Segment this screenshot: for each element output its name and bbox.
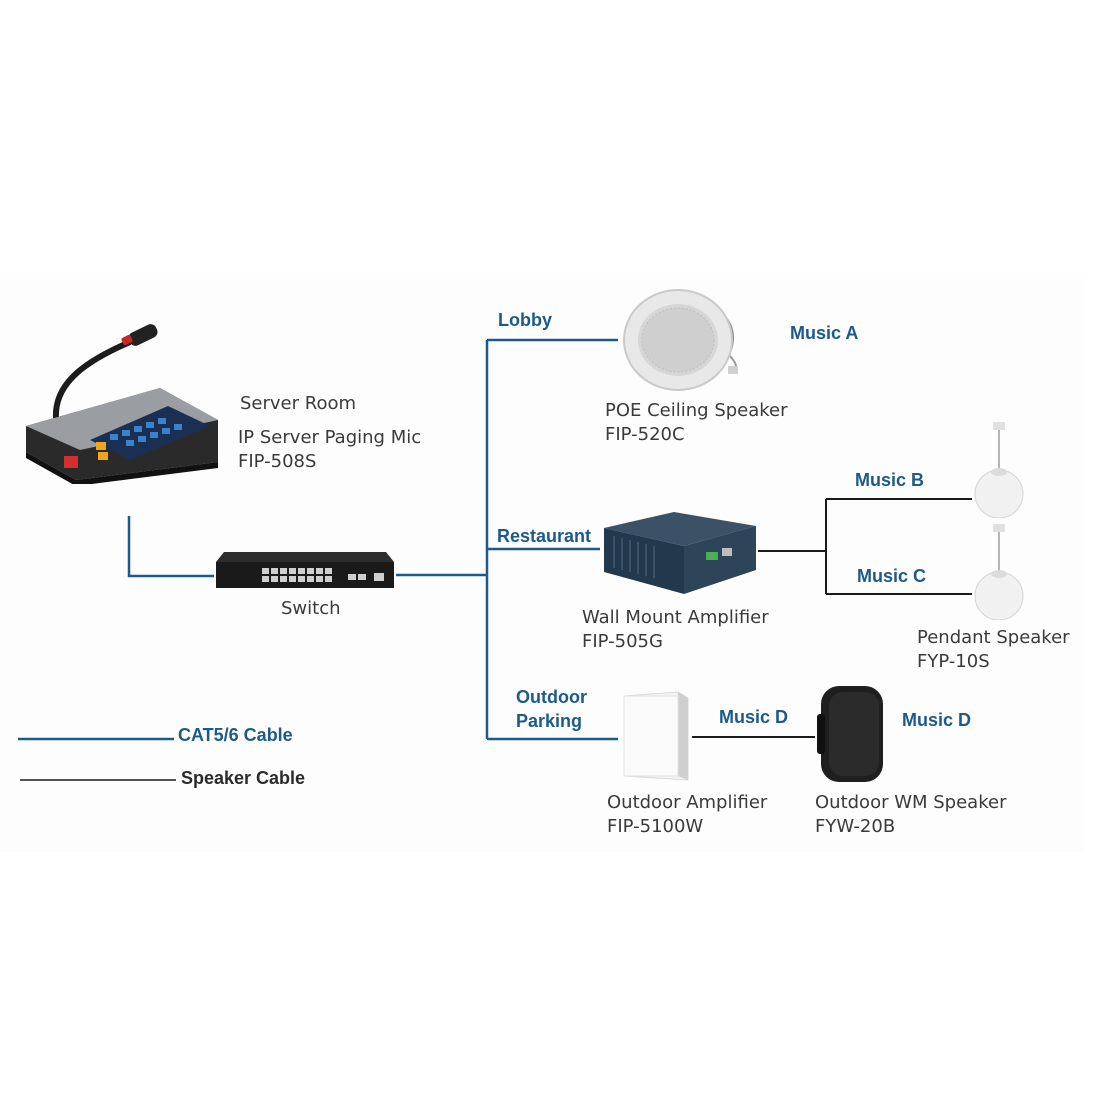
cable-mic-to-switch [127,516,214,578]
switch-label: Switch [281,598,341,619]
paging-mic-console-icon [26,324,218,484]
wall-amp-model: FIP-505G [582,631,663,652]
wm-speaker-name: Outdoor WM Speaker [815,792,1007,813]
speaker-cables [692,498,972,738]
ceiling-speaker-name: POE Ceiling Speaker [605,400,788,421]
zone-restaurant-label: Restaurant [497,526,592,546]
cat-cables [127,338,618,741]
outdoor-amplifier-icon [623,691,689,781]
pendant-speaker-model: FYP-10S [917,651,990,672]
network-switch-icon [216,552,394,588]
outdoor-amp-name: Outdoor Amplifier [607,792,768,813]
music-a-label: Music A [790,323,859,343]
legend-cat-label: CAT5/6 Cable [178,725,293,745]
music-d-cable-label: Music D [719,707,789,727]
zone-lobby-label: Lobby [498,310,552,330]
ceiling-speaker-icon [623,289,738,391]
ceiling-speaker-model: FIP-520C [605,424,685,445]
music-c-label: Music C [857,566,927,586]
amplifier-icon [604,512,756,594]
diagram-panel [0,278,1084,852]
zone-outdoor-label-line2: Parking [516,711,583,731]
legend-speaker-label: Speaker Cable [181,768,306,788]
pendant-speaker-icon [974,524,1024,620]
zone-outdoor-label-line1: Outdoor [516,687,587,707]
wall-amp-name: Wall Mount Amplifier [582,607,769,628]
wm-speaker-model: FYW-20B [815,816,896,837]
wall-speaker-icon [817,686,883,782]
pendant-speaker-icon [974,422,1024,518]
paging-mic-model: FIP-508S [238,451,317,472]
music-b-label: Music B [855,470,925,490]
pendant-speaker-name: Pendant Speaker [917,627,1070,648]
music-d-speaker-label: Music D [902,710,972,730]
outdoor-amp-model: FIP-5100W [607,816,704,837]
legend-lines [18,737,176,781]
paging-mic-name: IP Server Paging Mic [238,427,422,448]
server-room-label: Server Room [240,393,357,414]
